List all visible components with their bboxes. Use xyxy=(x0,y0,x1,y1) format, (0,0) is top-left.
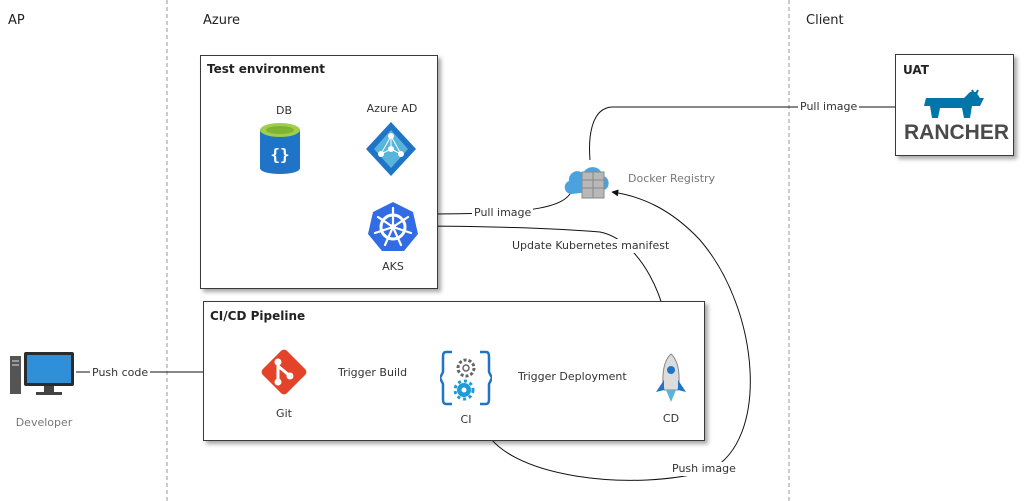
edge-label-trigger-build: Trigger Build xyxy=(336,366,410,380)
cd-label: CD xyxy=(662,412,680,425)
edge-label-trigger-deployment: Trigger Deployment xyxy=(516,370,629,384)
edge-label-push-image: Push image xyxy=(670,462,738,476)
cicd-pipeline-title: CI/CD Pipeline xyxy=(210,309,306,323)
uat-title: UAT xyxy=(903,63,929,77)
aks-label: AKS xyxy=(382,260,404,273)
test-environment-title: Test environment xyxy=(207,62,326,76)
azure-ad-label: Azure AD xyxy=(366,102,418,115)
edge-label-update-manifest: Update Kubernetes manifest xyxy=(510,239,672,253)
edge-label-pull-image-aks: Pull image xyxy=(472,206,534,220)
developer-label: Developer xyxy=(15,416,73,429)
rancher-wordmark: RANCHER xyxy=(904,121,1009,144)
git-label: Git xyxy=(276,407,292,420)
edge-pull-image-uat xyxy=(589,103,931,161)
docker-registry-label: Docker Registry xyxy=(628,172,716,185)
database-icon: {} xyxy=(260,123,300,174)
desktop-computer-icon xyxy=(10,352,74,395)
edge-push-image xyxy=(481,189,751,481)
kubernetes-icon xyxy=(368,202,418,251)
edge-label-pull-image-uat: Pull image xyxy=(798,100,860,114)
svg-text:{}: {} xyxy=(270,145,289,164)
zone-label-azure: Azure xyxy=(203,13,241,28)
rocket-icon xyxy=(656,353,686,402)
uat-box xyxy=(895,54,1014,156)
db-label: DB xyxy=(275,104,293,117)
ci-label: CI xyxy=(460,413,472,426)
zone-label-ap: AP xyxy=(8,13,25,28)
azure-ad-icon xyxy=(366,122,416,176)
git-icon xyxy=(261,349,307,395)
edge-label-push-code: Push code xyxy=(90,366,151,380)
gear-icon xyxy=(440,350,492,406)
rancher-logo xyxy=(924,89,984,118)
cloud-registry-icon xyxy=(564,167,609,199)
zone-label-client: Client xyxy=(806,13,844,28)
